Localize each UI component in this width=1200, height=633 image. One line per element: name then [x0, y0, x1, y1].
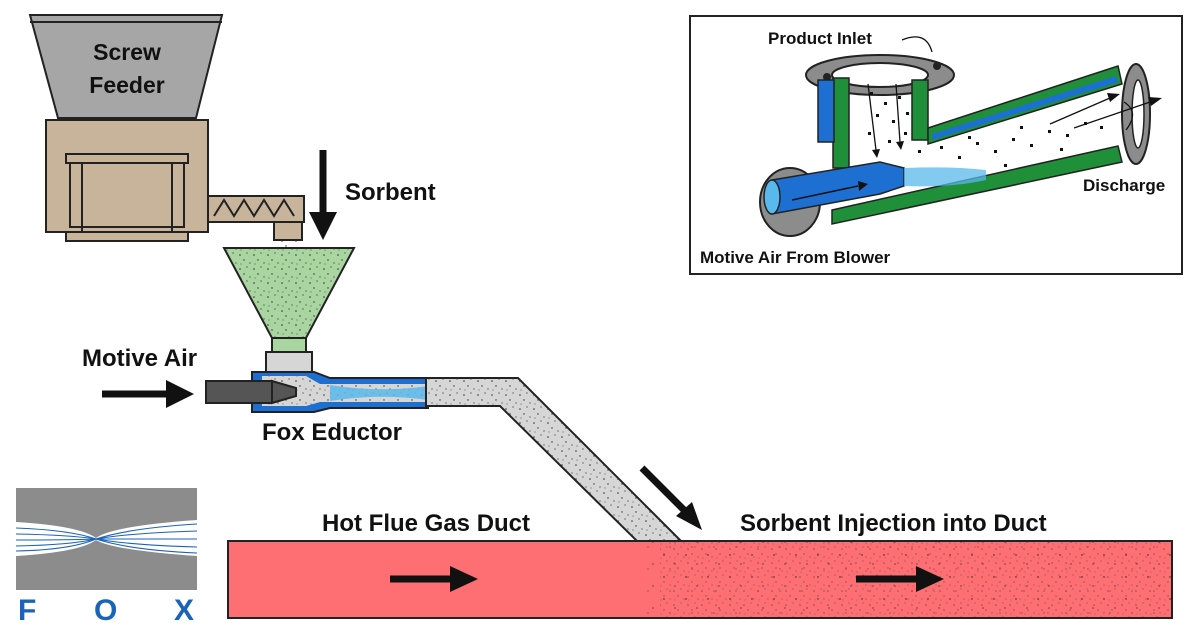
discharge-label: Discharge — [1083, 176, 1165, 195]
motive-air-nozzle — [205, 380, 273, 404]
fox-logo-letter-o: O — [94, 594, 117, 627]
fox-eductor-label: Fox Eductor — [262, 419, 402, 446]
duct-flow-arrow-right — [856, 566, 944, 592]
feeder-hopper — [28, 14, 224, 119]
motive-air-from-blower-label: Motive Air From Blower — [700, 248, 891, 267]
hot-flue-gas-duct-label: Hot Flue Gas Duct — [322, 510, 530, 537]
sorbent-arrow — [309, 150, 337, 240]
screw-flight — [213, 198, 295, 218]
sorbent-label: Sorbent — [345, 179, 436, 206]
screw-auger-tube — [207, 195, 305, 223]
product-inlet-label: Product Inlet — [768, 29, 872, 48]
fox-logo-letter-x: X — [174, 594, 194, 627]
screw-feeder: Screw Feeder — [28, 14, 305, 242]
fox-logo-letter-f: F — [18, 594, 36, 627]
fox-eductor — [205, 351, 429, 413]
sorbent-funnel — [222, 247, 356, 353]
eductor-cutaway-inset: Product Inlet Discharge Motive Air From … — [689, 15, 1183, 275]
flue-gas-duct — [227, 540, 1173, 619]
sorbent-injection-label: Sorbent Injection into Duct — [740, 510, 1047, 537]
fox-logo: F O X — [15, 488, 198, 627]
inset-particles — [868, 92, 1103, 167]
screw-feeder-label-line2: Feeder — [89, 72, 164, 98]
motive-air-label: Motive Air — [82, 345, 197, 372]
motive-air-arrow — [102, 380, 194, 408]
screw-feeder-label-line1: Screw — [93, 39, 161, 65]
duct-flow-arrow-left — [390, 566, 478, 592]
injection-arrow — [639, 465, 702, 530]
